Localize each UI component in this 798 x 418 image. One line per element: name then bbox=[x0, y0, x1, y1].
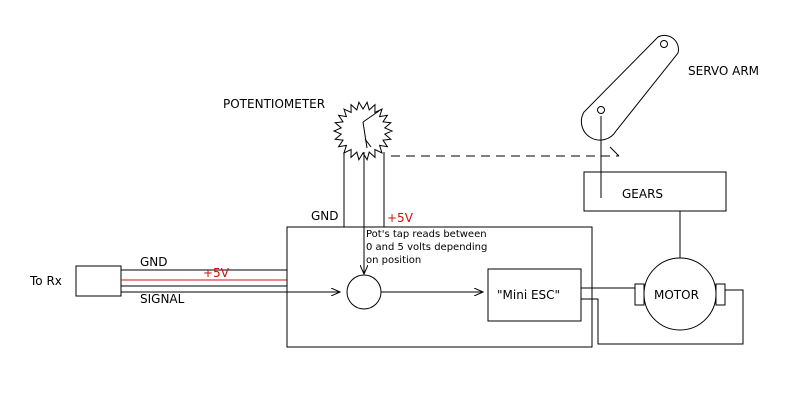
servo-arm-hole-top bbox=[660, 40, 668, 48]
motor-terminal-right bbox=[715, 283, 726, 306]
servo-arm-label: SERVO ARM bbox=[688, 64, 759, 78]
servo-arm-hole-pivot bbox=[597, 106, 605, 114]
plus5v-pot-label: +5V bbox=[387, 211, 414, 225]
potentiometer-symbol bbox=[332, 101, 394, 161]
gnd-rx-label: GND bbox=[140, 255, 168, 269]
rx-connector bbox=[75, 265, 122, 297]
gears-label: GEARS bbox=[622, 187, 663, 201]
control-board bbox=[286, 226, 593, 348]
signal-label: SIGNAL bbox=[140, 292, 185, 306]
gears-box bbox=[583, 171, 727, 212]
esc-to-motor-wire-2 bbox=[581, 289, 744, 345]
plus5v-rx-label: +5V bbox=[203, 266, 230, 280]
pot-linkage-tick bbox=[609, 146, 620, 157]
servo-arm bbox=[580, 34, 679, 141]
potentiometer-label: POTENTIOMETER bbox=[223, 97, 325, 111]
to-rx-label: To Rx bbox=[29, 274, 62, 288]
comparator-circle bbox=[346, 274, 382, 310]
mini-esc-label: "Mini ESC" bbox=[497, 288, 560, 302]
gnd-pot-label: GND bbox=[311, 209, 339, 223]
pot-note-line3: on position bbox=[366, 255, 421, 266]
pot-note-line1: Pot's tap reads between bbox=[366, 229, 487, 240]
motor-terminal-left bbox=[634, 283, 645, 306]
motor-label: MOTOR bbox=[654, 288, 699, 302]
mini-esc-box bbox=[487, 268, 582, 322]
pot-note-line2: 0 and 5 volts depending bbox=[366, 242, 487, 253]
